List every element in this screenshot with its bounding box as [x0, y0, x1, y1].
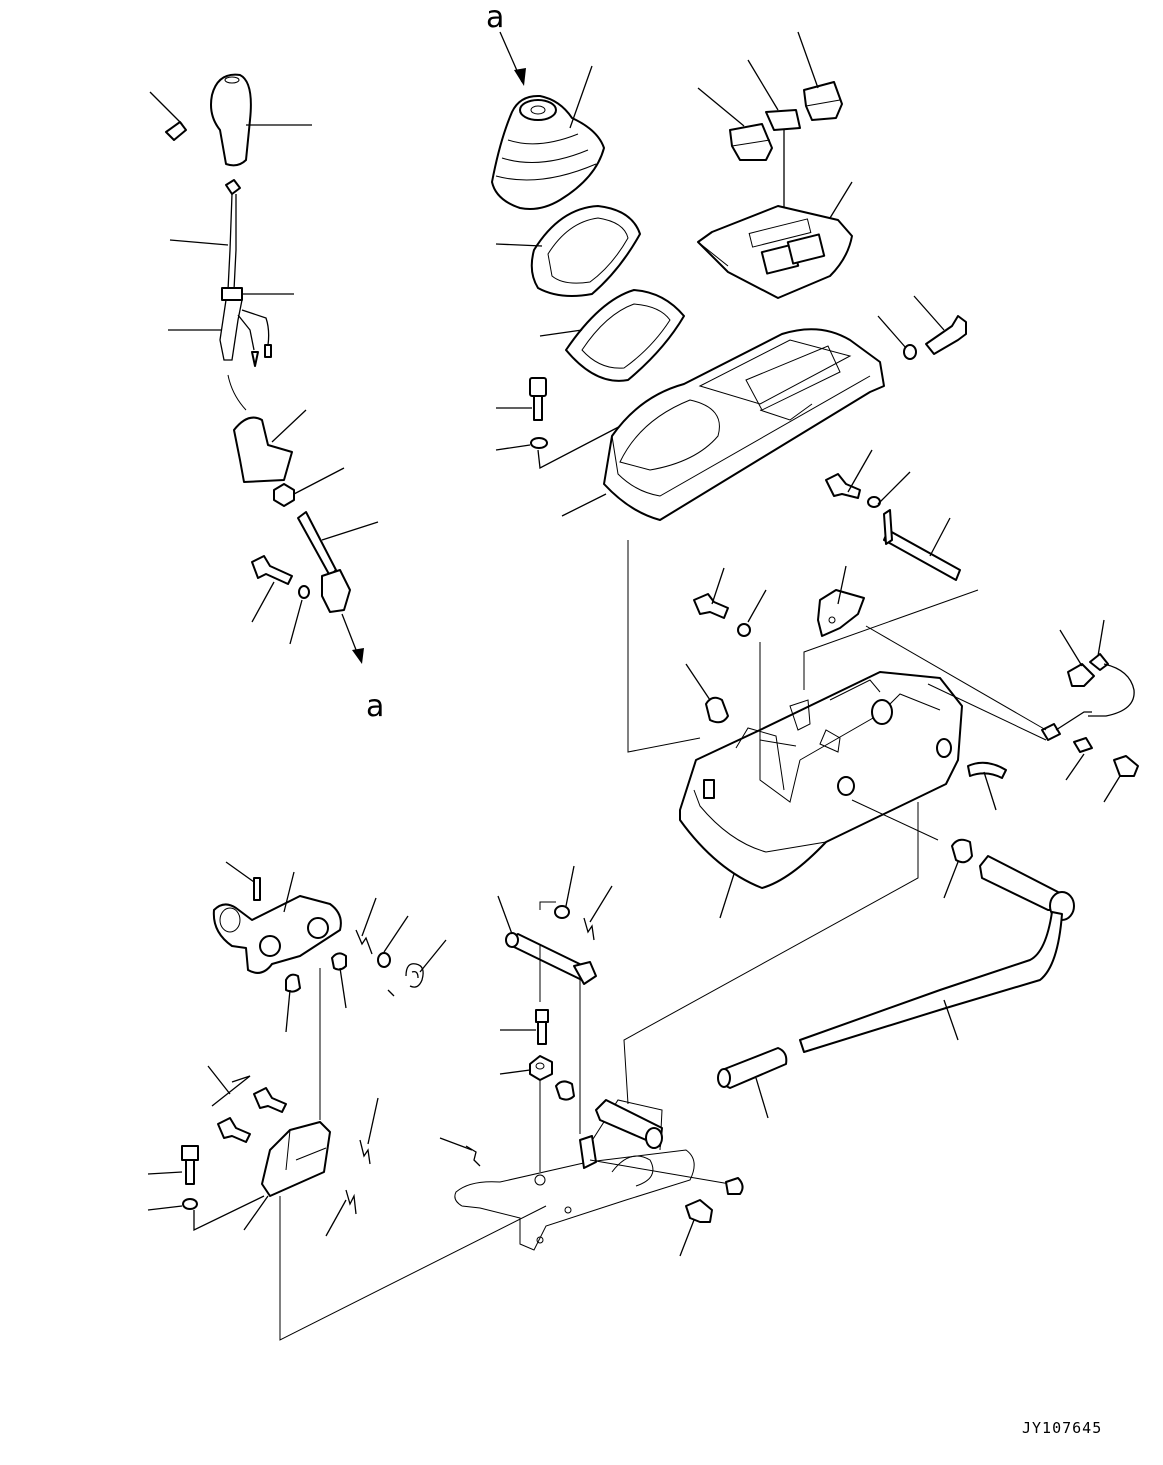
leader-pin [803, 589, 979, 690]
leader-harness [927, 683, 1047, 741]
pedal-bracket [243, 1121, 331, 1231]
bolt-console-base [693, 567, 767, 637]
shift-boot [491, 65, 605, 210]
drawing-code: JY107645 [1022, 1419, 1102, 1437]
leader-plate-bolt [589, 1159, 731, 1185]
bushing-right [943, 838, 973, 899]
knob-screw [149, 91, 187, 141]
washer-center [554, 865, 575, 919]
bolt-right-middle [825, 449, 911, 508]
leader-cover-base [627, 540, 701, 753]
roll-pin [225, 861, 261, 901]
cotter-pin-center [583, 885, 613, 941]
hex-nut-left [273, 467, 345, 507]
cotter-pins-lower [325, 1097, 481, 1237]
boot-frame [495, 205, 641, 297]
lever-link-bushings [285, 952, 347, 1033]
lever-grip [717, 1047, 788, 1119]
cap-screw-console [495, 377, 633, 470]
switch-right [797, 31, 843, 121]
washer-left-middle [289, 585, 310, 645]
boot-plate [539, 289, 685, 382]
washer-lower-left [377, 915, 409, 968]
connecting-rod [497, 895, 597, 985]
leader-bracket [865, 625, 1047, 731]
switch-bracket [817, 565, 865, 637]
leader-bushing [851, 799, 939, 841]
switch-cover [747, 59, 801, 131]
view-label-a-bottom: a [341, 613, 384, 724]
leader-washer-rod [539, 901, 556, 910]
view-arrowhead-top [514, 68, 526, 86]
view-label-a-top: a [486, 0, 526, 86]
knob-wire-harness [168, 179, 294, 367]
console-bolt-right [877, 295, 967, 360]
shift-knob [210, 73, 312, 167]
lever-base-plate [454, 1099, 695, 1251]
switch-panel [697, 181, 853, 299]
harness-right [1041, 619, 1139, 803]
lever-handle [799, 855, 1075, 1053]
bolts-bracket-lower [207, 1065, 287, 1143]
leader-lever-base [623, 802, 919, 1105]
lever-link-plate [212, 871, 342, 974]
switch-left [697, 87, 773, 161]
nut-center [499, 1055, 553, 1081]
pin-base-right [725, 1177, 744, 1195]
spring-lower-left [387, 939, 447, 997]
lever-adapter [227, 374, 307, 483]
leader-washer [759, 642, 797, 747]
console-base [679, 671, 963, 919]
bolt-lower-left [147, 1145, 265, 1232]
view-label-a-bottom-text: a [366, 689, 384, 724]
view-label-a-top-text: a [486, 0, 504, 35]
cotter-pin-left [355, 897, 377, 955]
lever-rod-clamp [297, 511, 379, 613]
bushing-center [555, 1080, 575, 1101]
console-cover [561, 328, 885, 521]
base-clip [967, 761, 1007, 811]
bushing-left [685, 663, 729, 724]
pin-rod [883, 509, 961, 581]
leader-bracket-base [279, 1196, 547, 1341]
bolt-left-middle [251, 555, 293, 623]
bolt-center [500, 1009, 549, 1045]
bolt-base-plate [679, 1199, 713, 1257]
